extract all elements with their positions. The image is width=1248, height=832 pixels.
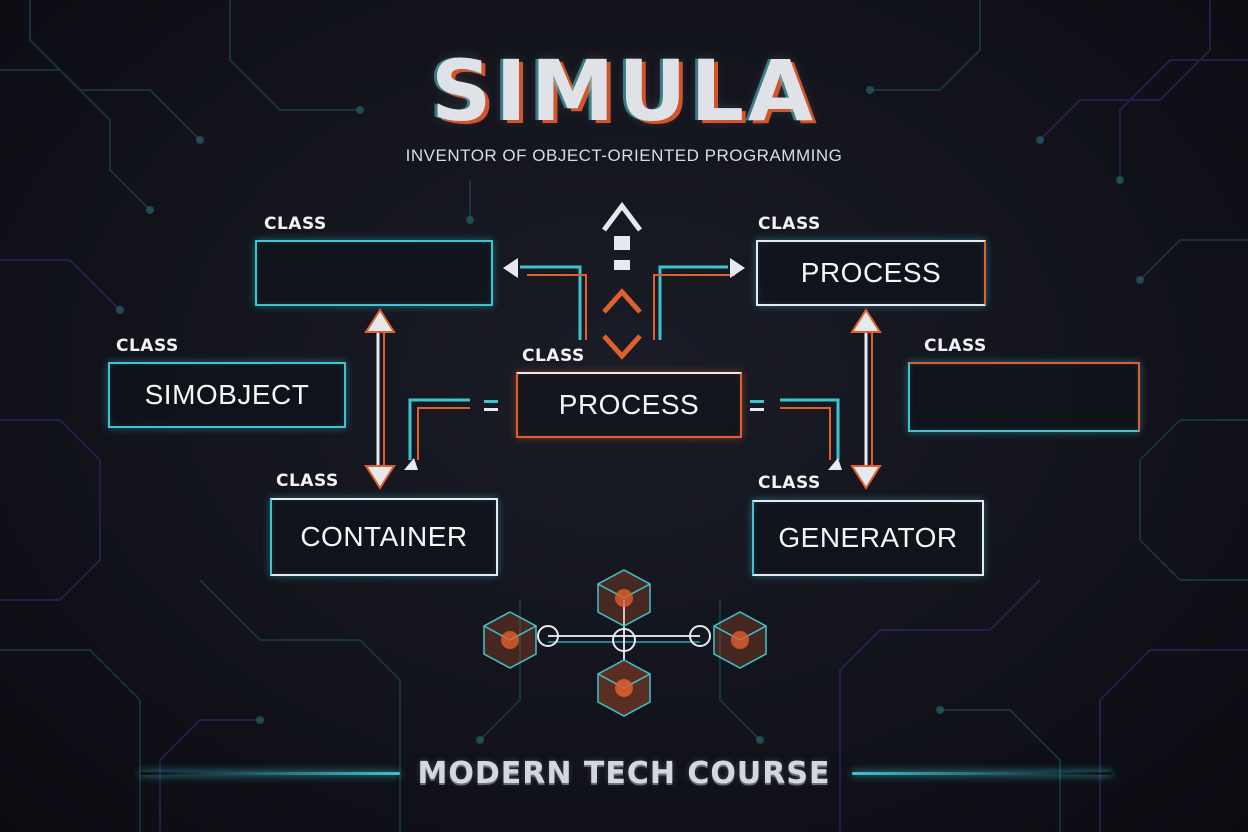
class-box-simobject: SIMOBJECT [108,362,346,428]
class-box-top-left [255,240,493,306]
class-box-right [908,362,1140,432]
class-name-container: CONTAINER [300,521,468,552]
footer-title: MODERN TECH COURSE [417,756,831,791]
class-label-left: CLASS [116,336,179,356]
class-label-bottom-left: CLASS [276,471,339,491]
page-subtitle: INVENTOR OF OBJECT-ORIENTED PROGRAMMING [405,146,843,165]
class-label-bottom-right: CLASS [758,473,821,493]
class-name-process-center: PROCESS [558,389,700,420]
class-box-container: CONTAINER [270,498,498,576]
class-label-top-left: CLASS [264,214,327,234]
footer-glow-left [140,772,400,775]
class-name-process-top: PROCESS [800,257,942,288]
class-label-center: CLASS [522,346,585,366]
footer-glow-right [852,772,1112,775]
class-name-simobject: SIMOBJECT [144,379,310,410]
class-box-process-center: PROCESS [516,372,742,438]
class-box-generator: GENERATOR [752,500,984,576]
class-label-top-right: CLASS [758,214,821,234]
class-label-right: CLASS [924,336,987,356]
class-name-generator: GENERATOR [778,522,958,553]
class-box-process-top: PROCESS [756,240,986,306]
page-title: SIMULA [430,42,818,140]
